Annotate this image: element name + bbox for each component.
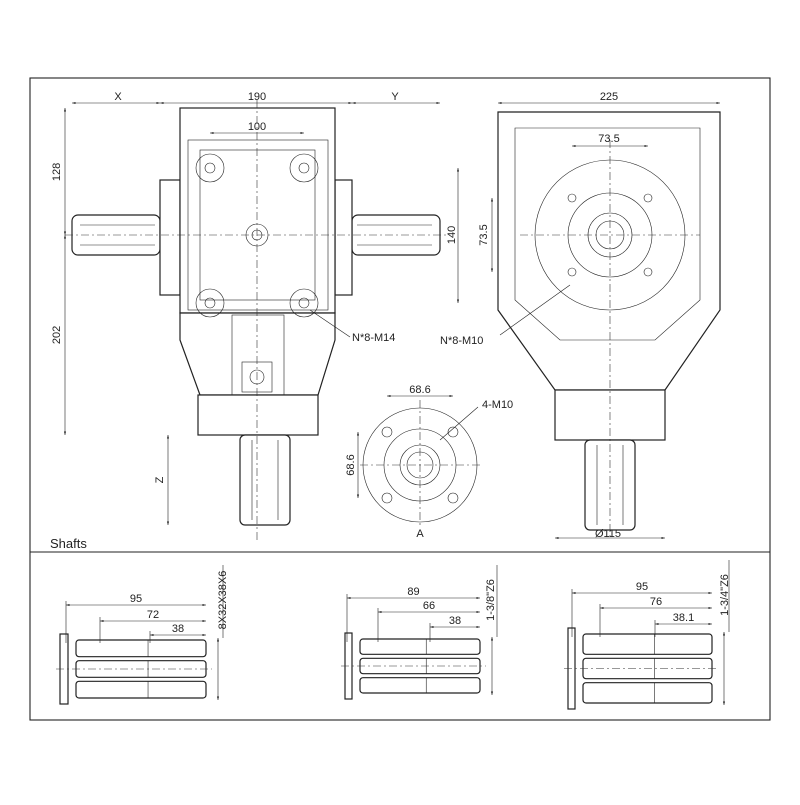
flange-view-a: 68.6 68.6 4-M10 A — [345, 384, 513, 540]
drawing-frame — [29, 77, 771, 721]
dim-y: Y — [391, 91, 399, 103]
dim-bottom: 202 — [51, 326, 63, 344]
shaft-dim-overall: 95 — [130, 593, 142, 605]
shaft-spline — [582, 633, 713, 655]
shafts-section-label: Shafts — [50, 536, 87, 551]
shaft-dim-overall: 89 — [407, 586, 419, 598]
view-label-a: A — [416, 528, 424, 540]
shaft-spline — [75, 639, 207, 658]
side-view: 225 73.5 73.5 N*8-M10 Ø115 — [440, 91, 721, 540]
shaft-2: 89 66 38 1-3/8"Z6 — [341, 565, 498, 700]
flange-dim-v: 68.6 — [345, 454, 357, 475]
dim-width-front: 190 — [248, 91, 266, 103]
dim-height: 140 — [446, 226, 458, 244]
shaft-spline — [582, 682, 713, 704]
shaft-dim-short: 38 — [449, 615, 461, 627]
shaft-spline — [359, 638, 481, 655]
dim-bolt-spacing: 100 — [248, 121, 266, 133]
shaft-spec: 1-3/8"Z6 — [485, 579, 497, 621]
shaft-dim-overall: 95 — [636, 581, 648, 593]
dim-diameter: Ø115 — [595, 528, 621, 540]
shaft-spec: 1-3/4"Z6 — [719, 574, 731, 616]
shaft-1: 95 72 38 8X32X38X6 — [56, 565, 229, 705]
shaft-dim-mid: 66 — [423, 600, 435, 612]
gearbox-base — [197, 394, 319, 436]
front-view: X 190 Y 100 128 202 140 Z N*8-M14 — [51, 91, 460, 540]
shaft-spline — [359, 677, 481, 694]
shaft-spline — [75, 680, 207, 699]
dim-x: X — [114, 91, 122, 103]
gearbox-body — [179, 107, 336, 314]
shaft-dim-mid: 72 — [147, 609, 159, 621]
shaft-dim-short: 38.1 — [673, 612, 694, 624]
flange-bolt-callout: 4-M10 — [482, 399, 513, 411]
flange-dim-h: 68.6 — [409, 384, 430, 396]
shaft-spec: 8X32X38X6 — [217, 571, 229, 630]
shaft-dim-mid: 76 — [650, 596, 662, 608]
dim-top: 128 — [51, 163, 63, 181]
front-bolt-callout: N*8-M14 — [352, 332, 395, 344]
dim-width-side: 225 — [600, 91, 618, 103]
shaft-dim-short: 38 — [172, 623, 184, 635]
side-body — [497, 111, 721, 391]
dim-z: Z — [154, 476, 166, 483]
dim-bolt-h: 73.5 — [598, 133, 619, 145]
side-bolt-callout: N*8-M10 — [440, 335, 483, 347]
output-shaft — [239, 434, 291, 526]
dim-bolt-v: 73.5 — [478, 224, 490, 245]
side-output-shaft — [584, 439, 636, 531]
